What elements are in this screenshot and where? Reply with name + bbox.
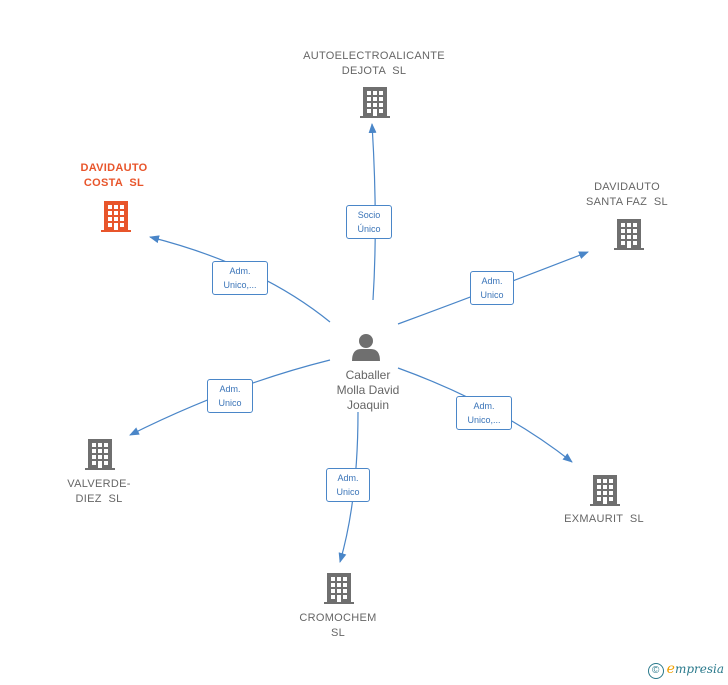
label-line: DAVIDAUTO	[80, 162, 148, 174]
relation-badge-davidauto-santa-faz[interactable]: Adm. Unico	[470, 271, 514, 305]
label-line: COSTA SL	[83, 177, 145, 189]
copyright-icon: ©	[647, 663, 664, 679]
building-icon-exmaurit[interactable]	[590, 475, 620, 506]
building-icon-valverde-diez[interactable]	[85, 439, 115, 470]
label-line: Socio	[357, 210, 381, 220]
brand-watermark: ©empresia	[647, 661, 724, 679]
brand-initial: e	[666, 661, 675, 677]
label-line: Adm.	[473, 401, 495, 411]
label-line: Caballer	[345, 368, 391, 382]
label-line: Unico	[480, 290, 504, 300]
relation-badge-valverde-diez[interactable]: Adm. Unico	[207, 379, 253, 413]
company-label-autoelectroalicante[interactable]: AUTOELECTROALICANTE DEJOTA SL	[289, 49, 459, 79]
label-line: Unico,...	[467, 415, 501, 425]
relation-badge-davidauto-costa[interactable]: Adm. Unico,...	[212, 261, 268, 295]
label-line: Molla David	[336, 383, 400, 397]
person-icon[interactable]	[352, 334, 380, 361]
label-line: Adm.	[337, 473, 359, 483]
label-line: Adm.	[219, 384, 241, 394]
relation-badge-cromochem[interactable]: Adm. Unico	[326, 468, 370, 502]
label-line: CROMOCHEM	[299, 612, 377, 624]
label-line: EXMAURIT SL	[564, 513, 644, 525]
label-line: Adm.	[229, 266, 251, 276]
label-line: Unico,...	[223, 280, 257, 290]
label-line: DAVIDAUTO	[594, 181, 660, 193]
label-line: SANTA FAZ SL	[586, 196, 668, 208]
company-label-davidauto-costa[interactable]: DAVIDAUTO COSTA SL	[29, 161, 199, 191]
brand-name: mpresia	[674, 662, 724, 676]
building-icon-cromochem[interactable]	[324, 573, 354, 604]
company-label-davidauto-santa-faz[interactable]: DAVIDAUTO SANTA FAZ SL	[542, 180, 712, 210]
label-line: Unico	[218, 398, 242, 408]
label-line: SL	[330, 627, 346, 639]
label-line: DEJOTA SL	[341, 65, 407, 77]
icons-layer	[85, 87, 644, 604]
label-line: Unico	[336, 487, 360, 497]
label-line: Joaquin	[346, 398, 390, 412]
company-label-exmaurit[interactable]: EXMAURIT SL	[519, 512, 689, 527]
building-icon-autoelectroalicante[interactable]	[360, 87, 390, 118]
label-line: DIEZ SL	[75, 493, 123, 505]
building-icon-davidauto-santa-faz[interactable]	[614, 219, 644, 250]
relation-badge-exmaurit[interactable]: Adm. Unico,...	[456, 396, 512, 430]
company-label-cromochem[interactable]: CROMOCHEM SL	[253, 611, 423, 641]
building-icon-davidauto-costa[interactable]	[101, 201, 131, 232]
company-label-valverde-diez[interactable]: VALVERDE- DIEZ SL	[14, 477, 184, 507]
label-line: Adm.	[481, 276, 503, 286]
label-line: Único	[357, 224, 381, 234]
label-line: AUTOELECTROALICANTE	[303, 50, 445, 62]
label-line: VALVERDE-	[67, 478, 131, 490]
